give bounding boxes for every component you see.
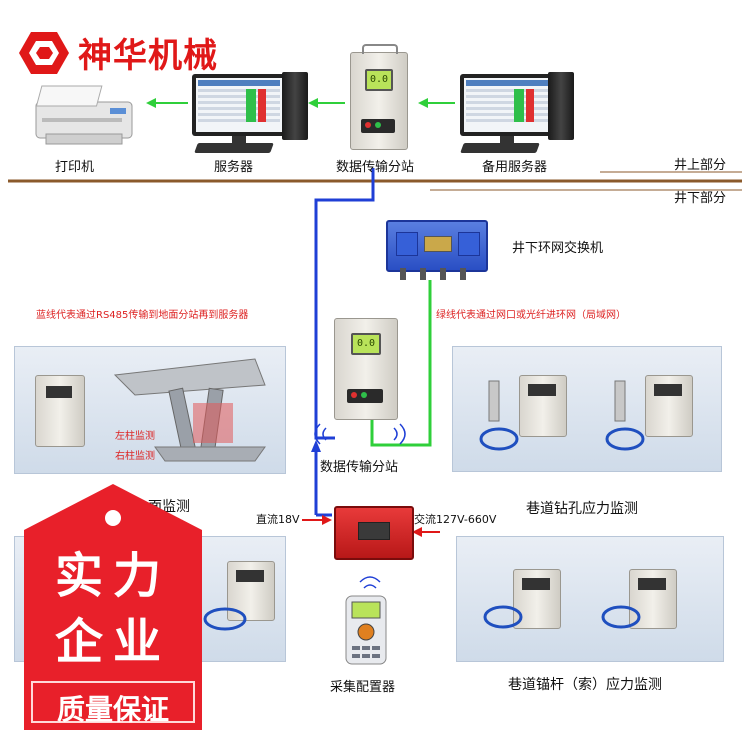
data-station-mid-label: 数据传输分站 xyxy=(320,460,399,475)
stamp-line-2: 企业 xyxy=(54,614,171,670)
right-pillar-label: 右柱监测 xyxy=(115,451,155,462)
brand-logo: 神华机械 xyxy=(18,28,218,77)
borehole-sensor-icon xyxy=(479,380,519,451)
ring-switch-label: 井下环网交换机 xyxy=(512,241,604,256)
lcd-display: 0.0 xyxy=(365,69,393,91)
server-computer xyxy=(192,74,286,146)
server-keyboard xyxy=(194,143,274,153)
borehole-stress-label: 巷道钻孔应力监测 xyxy=(526,501,638,517)
dc-18v-label: 直流18V xyxy=(256,513,300,526)
borehole-sensor-icon-2 xyxy=(605,380,645,451)
support-monitoring-panel: 左柱监测 右柱监测 xyxy=(14,346,286,474)
brand-name: 神华机械 xyxy=(78,36,218,76)
anchor-stress-label: 巷道锚杆（索）应力监测 xyxy=(508,677,662,693)
hydraulic-support-icon xyxy=(113,358,266,462)
printer-label: 打印机 xyxy=(55,160,95,175)
bottom-left-sensor-icon xyxy=(203,607,247,631)
data-station-mid: 0.0 xyxy=(334,318,398,420)
green-line-note: 绿线代表通过网口或光纤进环网（局域网） xyxy=(436,310,626,321)
ring-switch-device xyxy=(386,220,488,272)
blue-line-note: 蓝线代表通过RS485传输到地面分站再到服务器 xyxy=(36,310,249,321)
stamp-line-1: 实力 xyxy=(54,548,171,604)
data-station-top-label: 数据传输分站 xyxy=(336,160,415,175)
blue-rs485-line xyxy=(314,168,375,440)
left-pillar-label: 左柱监测 xyxy=(115,431,155,442)
backup-server-tower xyxy=(548,72,574,140)
anchor-stress-panel xyxy=(456,536,724,662)
collector-configurator-icon xyxy=(345,595,387,665)
anchor-sensor-icon-2 xyxy=(601,605,641,629)
anchor-sensor-icon xyxy=(483,605,523,629)
quality-tag-stamp: 实力 企业 质量保证 xyxy=(24,484,202,730)
borehole-stress-panel xyxy=(452,346,722,472)
borehole-station-2 xyxy=(645,375,693,437)
backup-server-computer xyxy=(460,74,554,146)
printer-icon xyxy=(35,85,133,145)
backup-server-label: 备用服务器 xyxy=(482,160,548,175)
stamp-line-3: 质量保证 xyxy=(56,693,169,726)
above-ground-label: 井上部分 xyxy=(674,158,727,173)
below-ground-label: 井下部分 xyxy=(674,191,727,206)
hexagon-logo-icon xyxy=(19,31,69,74)
server-tower xyxy=(282,72,308,140)
ac-input-label: 交流127V-660V xyxy=(414,513,497,526)
backup-screen-table-icon xyxy=(466,80,548,122)
support-sensor-station xyxy=(35,375,85,447)
tag-shape-icon xyxy=(24,484,202,730)
power-supply-box xyxy=(334,506,414,560)
borehole-station-1 xyxy=(519,375,567,437)
mid-lcd-display: 0.0 xyxy=(351,333,381,355)
backup-keyboard xyxy=(460,143,540,153)
screen-table-icon xyxy=(198,80,280,122)
collector-config-label: 采集配置器 xyxy=(330,680,396,695)
green-network-line xyxy=(370,280,432,447)
data-station-top: 0.0 xyxy=(350,52,408,150)
server-label: 服务器 xyxy=(214,160,254,175)
anchor-station-2 xyxy=(629,569,677,629)
